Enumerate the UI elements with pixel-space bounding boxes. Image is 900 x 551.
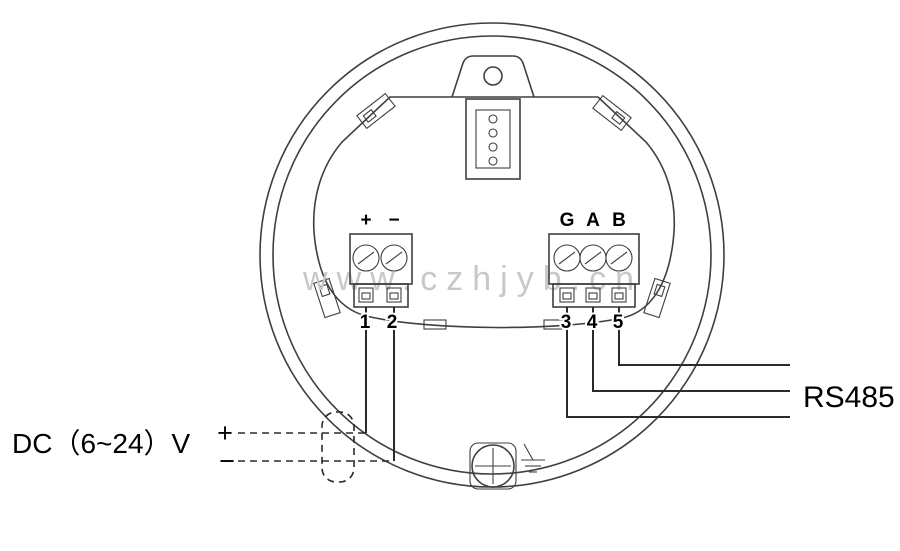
terminal-number-4: 4 xyxy=(587,312,598,333)
wire-entry xyxy=(611,287,627,303)
rs485-label: RS485 xyxy=(803,381,895,414)
terminal-label-a: A xyxy=(586,210,600,231)
clamp-slot xyxy=(611,110,626,125)
connector-pin xyxy=(488,142,498,152)
connector-inner xyxy=(475,109,511,169)
cable-gland-dashed xyxy=(321,411,355,483)
connector-outer xyxy=(465,98,521,180)
ground-screw xyxy=(469,442,545,490)
screw-terminal xyxy=(380,244,408,272)
screw-slot xyxy=(357,251,375,265)
connector-pin xyxy=(488,114,498,124)
rs485-wiring xyxy=(566,307,790,418)
clamp-body xyxy=(313,277,341,319)
wire-entry-slot xyxy=(588,292,598,300)
earth-lead xyxy=(523,443,534,461)
screw-slot xyxy=(610,251,628,265)
terminal-label-g: G xyxy=(560,210,575,231)
wire-entry-slot xyxy=(389,292,399,300)
clamp-body xyxy=(356,92,396,130)
connector-4pin xyxy=(465,98,521,180)
clamp-left-side xyxy=(313,277,341,319)
clamp-slot xyxy=(653,283,666,298)
housing-inner-circle xyxy=(272,35,712,475)
terminal-label-minus: − xyxy=(388,210,399,231)
ground-screw-plate xyxy=(469,442,517,490)
power-supply-label: DC（6~24）V xyxy=(12,428,191,459)
terminal-number-2: 2 xyxy=(387,312,398,333)
earth-symbol xyxy=(521,443,545,473)
wire-terminal-3 xyxy=(566,307,790,418)
left-terminal-block: + − xyxy=(349,210,413,308)
clamp-right-side xyxy=(643,277,671,319)
wire-entry-slot xyxy=(562,292,572,300)
screw-terminal xyxy=(352,244,380,272)
module-outline xyxy=(312,96,676,329)
wire-entry xyxy=(386,287,402,303)
wire-entry xyxy=(559,287,575,303)
terminal-label-b: B xyxy=(612,210,626,231)
module-top-tab xyxy=(451,55,535,98)
power-minus-sign: − xyxy=(219,446,235,476)
wire-entry xyxy=(358,287,374,303)
screw-slot xyxy=(584,251,602,265)
screw-terminal xyxy=(605,244,633,272)
terminal-number-1: 1 xyxy=(360,312,371,333)
connector-pin xyxy=(488,156,498,166)
connector-pin xyxy=(488,128,498,138)
wire-entry-block xyxy=(353,283,409,308)
screw-slot xyxy=(385,251,403,265)
top-tab-hole xyxy=(483,66,503,86)
watermark-text: www.czhjyb.cn xyxy=(302,260,643,298)
clamp-slot xyxy=(362,108,377,123)
power-wiring xyxy=(238,307,395,483)
wire-terminal-5 xyxy=(618,307,790,366)
clamp-top-left xyxy=(356,92,396,130)
screw-slot xyxy=(558,251,576,265)
clamp-slot xyxy=(318,283,331,298)
clamp-body xyxy=(592,94,632,132)
external-labels: DC（6~24）V + − RS485 xyxy=(12,381,895,476)
terminal-number-3: 3 xyxy=(561,312,572,333)
terminal-label-plus: + xyxy=(360,210,371,231)
wire-entry xyxy=(585,287,601,303)
right-terminal-block: G A B xyxy=(548,210,640,308)
terminal-number-5: 5 xyxy=(613,312,624,333)
terminal-numbers: 1 2 3 4 5 xyxy=(358,310,626,335)
wire-terminal-4 xyxy=(592,307,790,392)
bottom-tab-left xyxy=(423,319,447,330)
module xyxy=(312,55,676,330)
wire-entry-slot xyxy=(614,292,624,300)
clamp-top-right xyxy=(592,94,632,132)
power-plus-sign: + xyxy=(217,418,233,448)
clamp-body xyxy=(643,277,671,319)
wire-entry-slot xyxy=(361,292,371,300)
ground-screw-head xyxy=(471,444,515,488)
